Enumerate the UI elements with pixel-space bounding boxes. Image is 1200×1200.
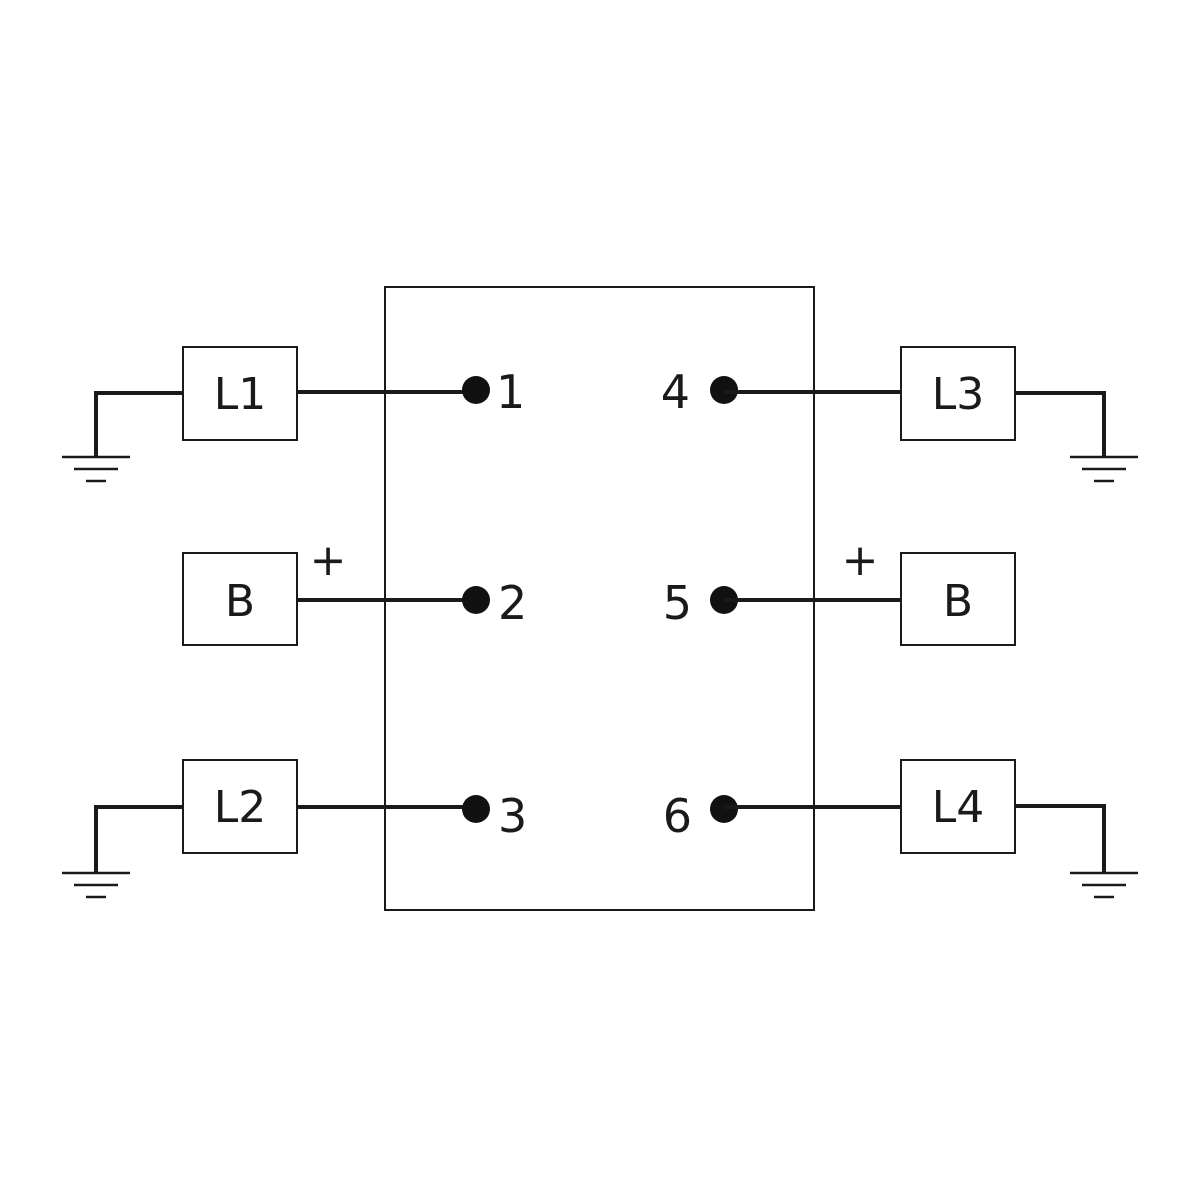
battery-right-plus: + [842, 535, 879, 586]
load-l1-label: L1 [214, 369, 267, 420]
load-l1: L1 [182, 346, 298, 441]
ground-symbol-l4 [1015, 804, 1138, 899]
pin-4-label: 4 [661, 365, 690, 419]
load-l2: L2 [182, 759, 298, 854]
pin-1-label: 1 [496, 365, 525, 419]
pin-2-terminal [462, 586, 490, 614]
load-l3-label: L3 [932, 369, 985, 420]
battery-left-plus: + [310, 535, 347, 586]
battery-left: B [182, 552, 298, 646]
ground-symbol-l1 [62, 391, 183, 483]
pin-3-label: 3 [498, 789, 527, 843]
load-l4-label: L4 [932, 782, 985, 833]
pin-3-terminal [462, 795, 490, 823]
battery-left-label: B [225, 576, 255, 627]
battery-right-label: B [943, 576, 973, 627]
load-l4: L4 [900, 759, 1016, 854]
load-l2-label: L2 [214, 782, 267, 833]
load-l3: L3 [900, 346, 1016, 441]
pin-1-terminal [462, 376, 490, 404]
pin-2-label: 2 [498, 576, 527, 630]
ground-symbol-l3 [1015, 391, 1138, 483]
battery-right: B [900, 552, 1016, 646]
ground-symbol-l2 [62, 805, 183, 899]
pin-6-label: 6 [663, 789, 692, 843]
pin-5-label: 5 [663, 576, 692, 630]
